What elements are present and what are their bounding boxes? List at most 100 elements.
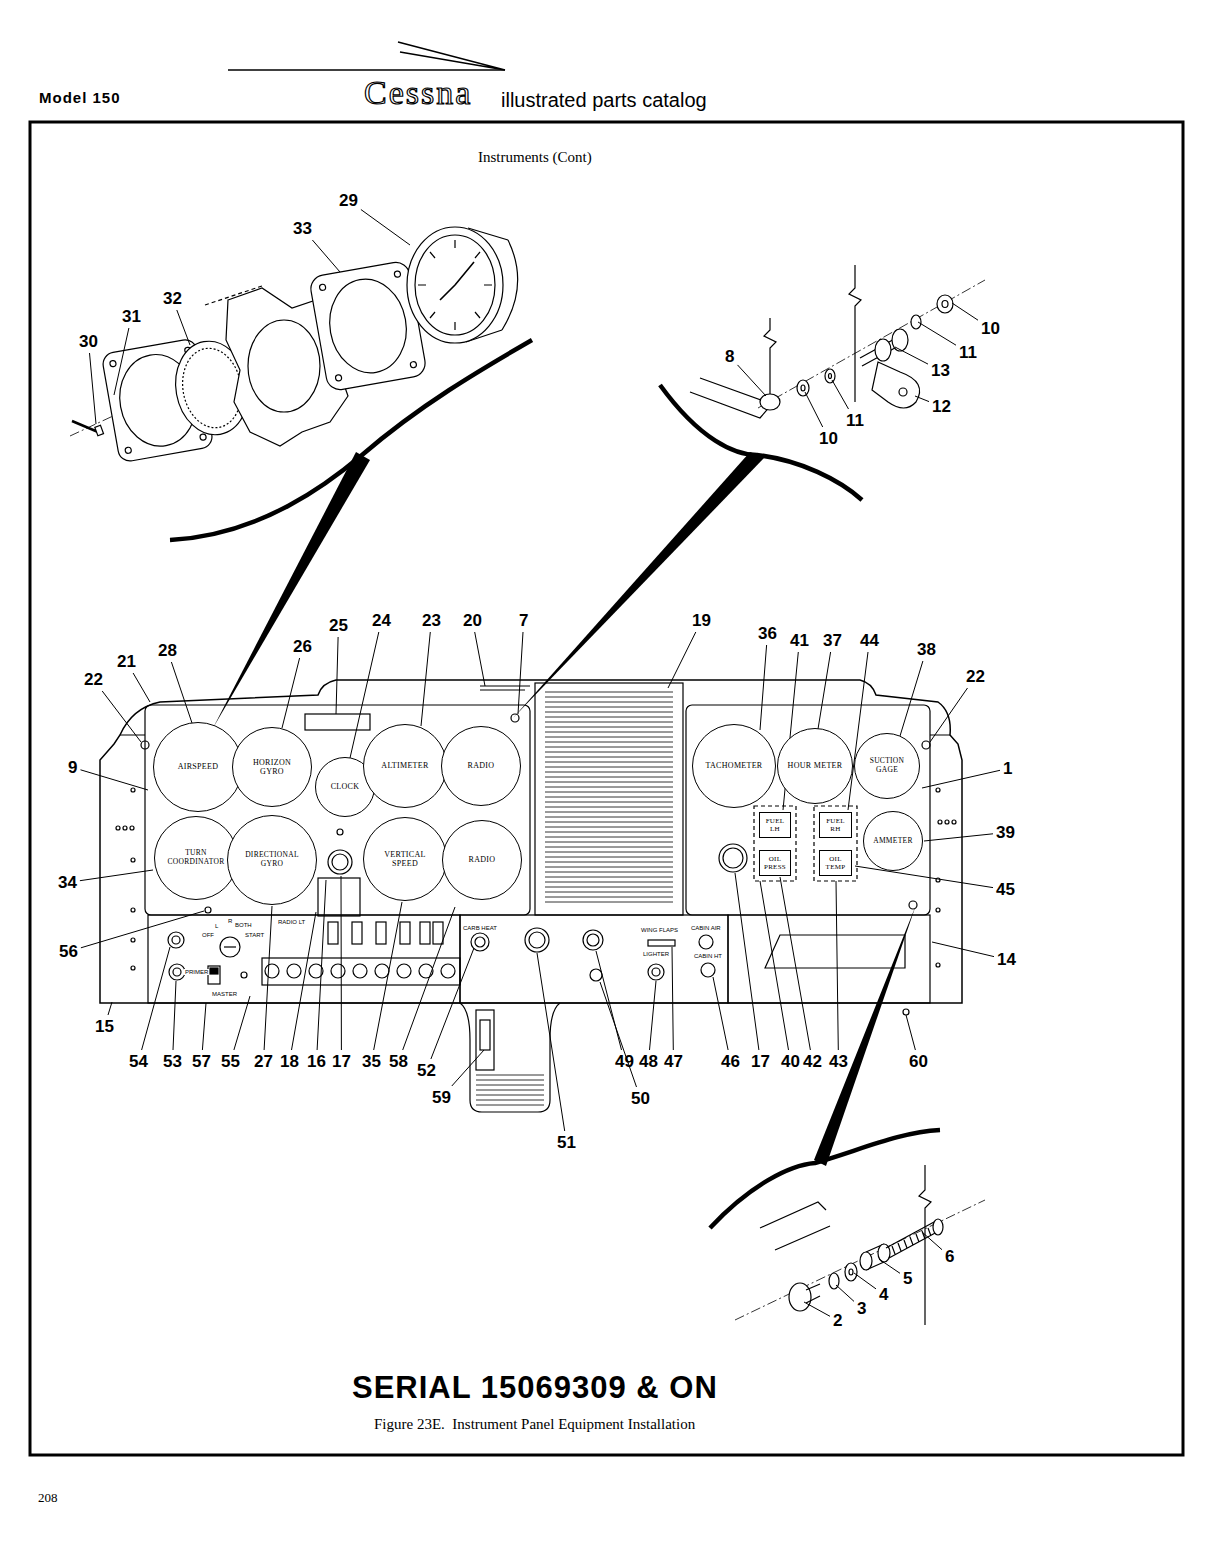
instrument-panel bbox=[145, 705, 530, 915]
knob-mount-detail bbox=[760, 1202, 830, 1250]
callout-number: 4 bbox=[879, 1286, 888, 1303]
callout-number: 39 bbox=[996, 824, 1015, 841]
leader-line bbox=[915, 396, 929, 402]
instrument-panel bbox=[587, 934, 599, 946]
instrument-panel bbox=[903, 1009, 909, 1015]
instrument-label: FUEL LH bbox=[762, 817, 788, 833]
leader-line bbox=[805, 392, 823, 427]
panel-placard: BOTH bbox=[234, 922, 253, 928]
leader-line bbox=[832, 380, 849, 409]
leader-line bbox=[895, 347, 928, 364]
callout-number: 46 bbox=[721, 1053, 740, 1070]
callout-number: 44 bbox=[860, 632, 879, 649]
instrument-panel bbox=[420, 922, 430, 944]
stud-mount-detail bbox=[660, 385, 862, 500]
instrument-panel bbox=[116, 826, 120, 830]
callout-number: 12 bbox=[932, 398, 951, 415]
callout-number: 27 bbox=[254, 1053, 273, 1070]
instrument-mount-detail bbox=[109, 360, 116, 367]
knob-mount-detail bbox=[806, 1284, 820, 1303]
instrument-mount-detail bbox=[205, 286, 262, 305]
instrument-mount-detail bbox=[394, 271, 401, 278]
stud-mount-detail bbox=[911, 315, 921, 329]
leader-line bbox=[735, 873, 759, 1050]
instrument-panel bbox=[131, 908, 135, 912]
instrument-mount-detail bbox=[407, 227, 503, 343]
instrument-panel bbox=[419, 964, 433, 978]
callout-number: 11 bbox=[846, 412, 864, 429]
leader-line bbox=[760, 645, 767, 730]
instrument-panel bbox=[699, 935, 713, 949]
leader-line bbox=[854, 1273, 876, 1289]
instrument-panel bbox=[476, 1075, 544, 1105]
callout-number: 56 bbox=[59, 943, 78, 960]
callout-number: 26 bbox=[293, 638, 312, 655]
leader-line bbox=[133, 673, 150, 702]
instrument-panel bbox=[460, 915, 728, 1003]
callout-number: 36 bbox=[758, 625, 777, 642]
leader-line bbox=[738, 365, 767, 396]
instrument-mount-detail bbox=[502, 240, 518, 330]
leader-line bbox=[713, 977, 728, 1050]
callout-number: 35 bbox=[362, 1053, 381, 1070]
leader-line bbox=[780, 877, 810, 1050]
panel-placard: R bbox=[227, 918, 233, 924]
instrument-panel bbox=[210, 968, 218, 974]
instrument-label: OIL PRESS bbox=[762, 855, 788, 871]
instrument-panel bbox=[331, 964, 345, 978]
leader-line bbox=[177, 310, 190, 345]
callout-number: 47 bbox=[664, 1053, 683, 1070]
leader-line bbox=[80, 870, 153, 881]
panel-placard: MASTER bbox=[211, 991, 238, 997]
instrument-panel bbox=[241, 972, 247, 978]
page-frame bbox=[30, 42, 1183, 1455]
instrument-panel bbox=[480, 686, 530, 690]
leader-line bbox=[374, 902, 402, 1050]
callout-number: 24 bbox=[372, 612, 391, 629]
callout-number: 34 bbox=[58, 874, 77, 891]
instrument-panel bbox=[400, 922, 410, 944]
instrument-label: AIRSPEED bbox=[178, 762, 219, 771]
instrument-panel bbox=[123, 826, 127, 830]
instrument-gauge: VERTICAL SPEED bbox=[363, 817, 447, 901]
leader-line bbox=[600, 982, 637, 1087]
instrument-gauge: AIRSPEED bbox=[153, 722, 243, 812]
instrument-panel bbox=[397, 964, 411, 978]
leader-line bbox=[81, 911, 204, 948]
annunciator-box: OIL PRESS bbox=[759, 850, 791, 876]
leader-line bbox=[922, 1232, 942, 1250]
instrument-panel bbox=[648, 940, 675, 946]
instrument-panel bbox=[476, 1010, 494, 1070]
callout-number: 58 bbox=[389, 1053, 408, 1070]
instrument-panel bbox=[754, 806, 796, 881]
panel-placard: WING FLAPS bbox=[640, 927, 679, 933]
leader-line bbox=[836, 1285, 854, 1301]
leader-line bbox=[421, 632, 430, 726]
instrument-gauge: TACHOMETER bbox=[692, 724, 776, 808]
callout-number: 51 bbox=[557, 1134, 576, 1151]
instrument-label: ALTIMETER bbox=[381, 761, 428, 770]
instrument-panel bbox=[686, 705, 930, 915]
callout-number: 10 bbox=[981, 320, 1000, 337]
annunciator-box: OIL TEMP bbox=[819, 850, 852, 876]
instrument-panel bbox=[583, 930, 603, 950]
leader-line bbox=[264, 906, 272, 1050]
instrument-mount-detail bbox=[322, 273, 413, 379]
callout-number: 33 bbox=[293, 220, 312, 237]
leader-line bbox=[836, 881, 838, 1050]
leader-line bbox=[804, 1302, 830, 1316]
instrument-gauge: DIRECTIONAL GYRO bbox=[227, 815, 317, 905]
callout-number: 52 bbox=[417, 1062, 436, 1079]
instrument-panel bbox=[148, 915, 460, 1003]
callout-number: 43 bbox=[829, 1053, 848, 1070]
instrument-panel bbox=[375, 964, 389, 978]
knob-mount-detail bbox=[933, 1219, 943, 1235]
leader-line bbox=[930, 688, 968, 742]
leader-line bbox=[336, 637, 338, 714]
callout-number: 11 bbox=[959, 344, 977, 361]
instrument-gauge: ALTIMETER bbox=[363, 724, 447, 808]
callout-number: 9 bbox=[68, 759, 77, 776]
instrument-panel bbox=[701, 963, 715, 977]
brand-logo: Cessna bbox=[364, 76, 472, 110]
instrument-panel bbox=[535, 683, 683, 915]
